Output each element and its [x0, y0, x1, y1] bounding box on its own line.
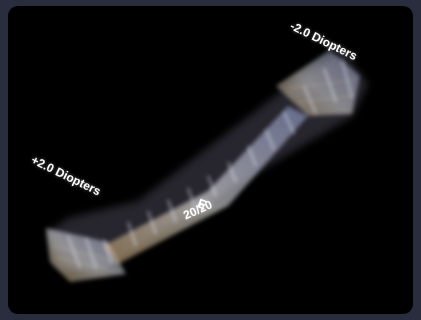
photo-panel: -2.0 Diopters +2.0 Diopters E 20/20	[8, 6, 413, 314]
